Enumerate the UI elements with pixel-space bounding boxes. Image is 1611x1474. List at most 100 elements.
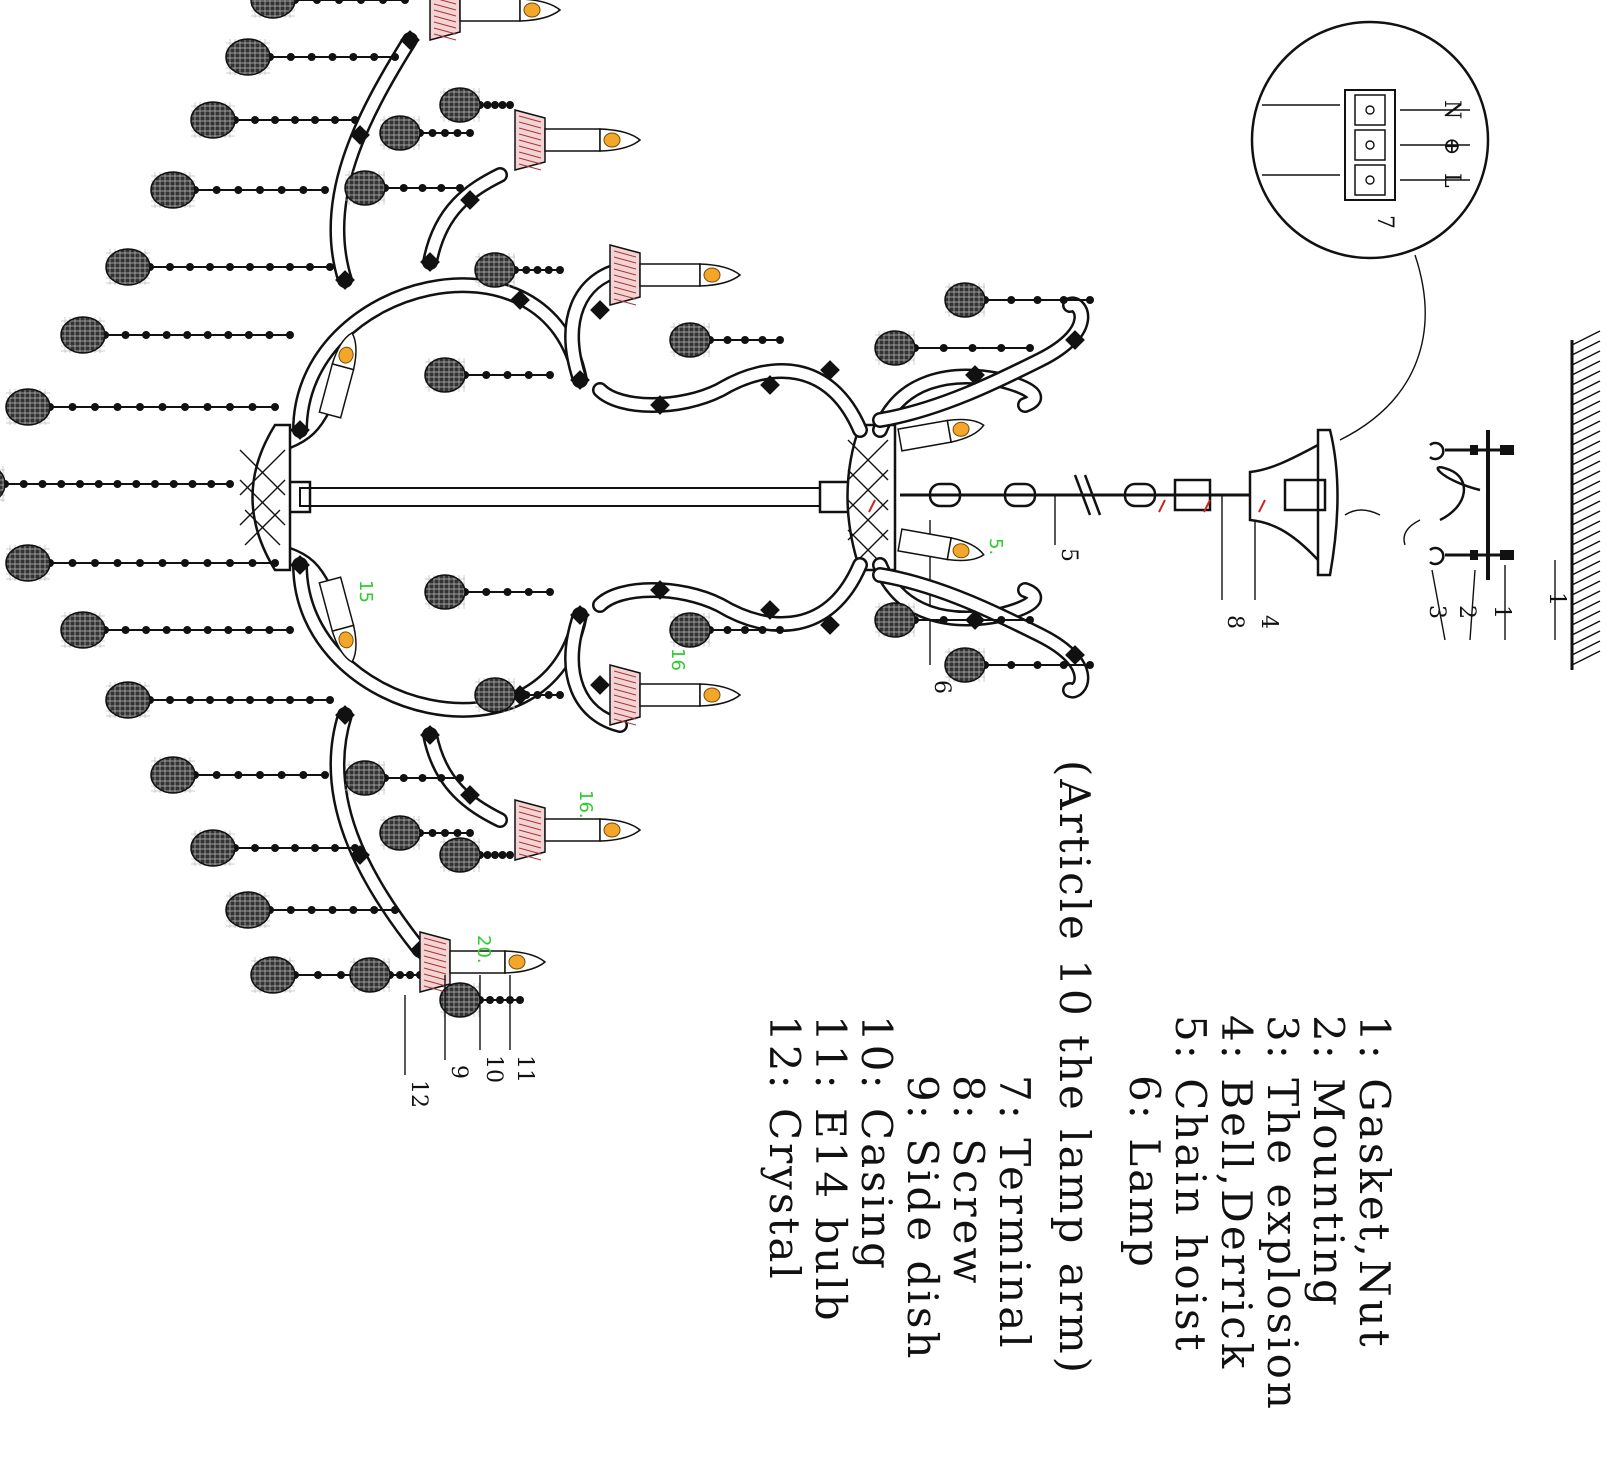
tube-bead xyxy=(650,395,670,415)
bead xyxy=(226,263,234,271)
bead xyxy=(776,336,784,344)
callout-screw-8: 8 xyxy=(1222,615,1247,629)
bead xyxy=(328,53,337,61)
casing xyxy=(897,528,953,561)
crystal-pendant xyxy=(0,466,234,502)
tube-beads xyxy=(290,30,1266,960)
tube-bead xyxy=(335,705,355,725)
bead xyxy=(188,480,197,488)
bead xyxy=(91,559,99,567)
bulb-filament xyxy=(508,954,526,970)
bead xyxy=(251,844,259,852)
crystal-pendant xyxy=(344,760,464,796)
tube-bead xyxy=(1065,645,1085,665)
bead xyxy=(162,331,171,339)
callout-mount-1: 1 xyxy=(1489,605,1514,619)
hatch-line xyxy=(1571,450,1601,466)
terminal-letter-n: N xyxy=(1439,100,1464,119)
crystal-pendant xyxy=(424,574,554,610)
callout-chain-5: 5 xyxy=(1056,548,1081,562)
candle-unit xyxy=(609,664,742,726)
tube-bead xyxy=(350,125,370,145)
hatch-line xyxy=(1571,530,1601,546)
bead xyxy=(418,184,427,192)
bead xyxy=(337,971,345,979)
hatch-line xyxy=(1571,500,1601,516)
side-dish xyxy=(609,664,641,726)
bead xyxy=(291,116,299,124)
callout-arm-11: 11 xyxy=(512,1055,537,1083)
bead xyxy=(776,626,784,634)
bead xyxy=(437,774,446,782)
crystal-pendant xyxy=(439,982,524,1018)
bead xyxy=(1007,296,1016,304)
bead xyxy=(1086,296,1094,304)
crystal-pendant xyxy=(669,612,784,648)
bead xyxy=(166,263,174,271)
tube-bead xyxy=(290,555,310,575)
mounting-bracket: 1 1 2 3 xyxy=(1403,430,1569,641)
callout-arm-9: 9 xyxy=(446,1065,471,1079)
bead xyxy=(498,101,507,109)
callout-body-6: 6 xyxy=(929,680,954,694)
candle-unit xyxy=(514,109,642,171)
crystal-pendant xyxy=(424,357,554,393)
green-label-d: 16. xyxy=(575,790,596,819)
wire-mark xyxy=(1203,499,1211,513)
tube-bead xyxy=(760,600,780,620)
bulb-filament xyxy=(703,267,721,283)
casing xyxy=(318,576,355,633)
chain-hoist: 5 xyxy=(900,474,1250,562)
bead xyxy=(968,344,977,352)
candle-unit xyxy=(514,799,642,861)
bead xyxy=(277,186,286,194)
green-label-a: 5. xyxy=(985,538,1006,555)
legend-item-6: 6: Lamp xyxy=(1120,1075,1169,1270)
bead xyxy=(244,626,253,634)
bead xyxy=(326,263,334,271)
hatch-line xyxy=(1571,360,1601,376)
bead xyxy=(207,480,216,488)
bead xyxy=(556,266,564,274)
bead xyxy=(183,626,192,634)
hatch-line xyxy=(1571,570,1601,586)
bead xyxy=(291,844,299,852)
candle-unit xyxy=(318,331,357,419)
bead xyxy=(166,696,174,704)
bead xyxy=(1086,661,1094,669)
side-dish xyxy=(514,799,546,861)
bead xyxy=(379,0,387,4)
bead xyxy=(246,263,254,271)
bead xyxy=(1026,616,1034,624)
bead xyxy=(136,559,144,567)
bead xyxy=(277,771,286,779)
bead xyxy=(758,336,767,344)
bead xyxy=(758,626,767,634)
bead xyxy=(226,480,234,488)
bead xyxy=(248,559,257,567)
bead xyxy=(299,186,308,194)
bead xyxy=(406,971,414,979)
bead xyxy=(246,696,254,704)
bead xyxy=(142,626,151,634)
tube-bead xyxy=(965,365,985,385)
bead xyxy=(307,906,316,914)
legend-item-4: 4: Bell,Derrick xyxy=(1212,1015,1261,1371)
green-label-b: 15 xyxy=(355,580,376,603)
crystal-pendant xyxy=(5,544,279,582)
hatch-line xyxy=(1571,330,1601,346)
side-dish xyxy=(514,109,546,171)
bead xyxy=(1026,344,1034,352)
bead xyxy=(331,116,339,124)
bead xyxy=(428,829,437,837)
hatch-line xyxy=(1571,480,1601,496)
bead xyxy=(94,480,103,488)
green-label-c: 16 xyxy=(667,648,688,671)
bead xyxy=(311,116,319,124)
bead xyxy=(265,331,274,339)
wire-mark xyxy=(868,499,876,513)
legend-item-5: 5: Chain hoist xyxy=(1166,1015,1215,1353)
legend-item-7: 7: Terminal xyxy=(990,1075,1039,1351)
bead xyxy=(335,0,343,4)
hatch-line xyxy=(1571,410,1601,426)
